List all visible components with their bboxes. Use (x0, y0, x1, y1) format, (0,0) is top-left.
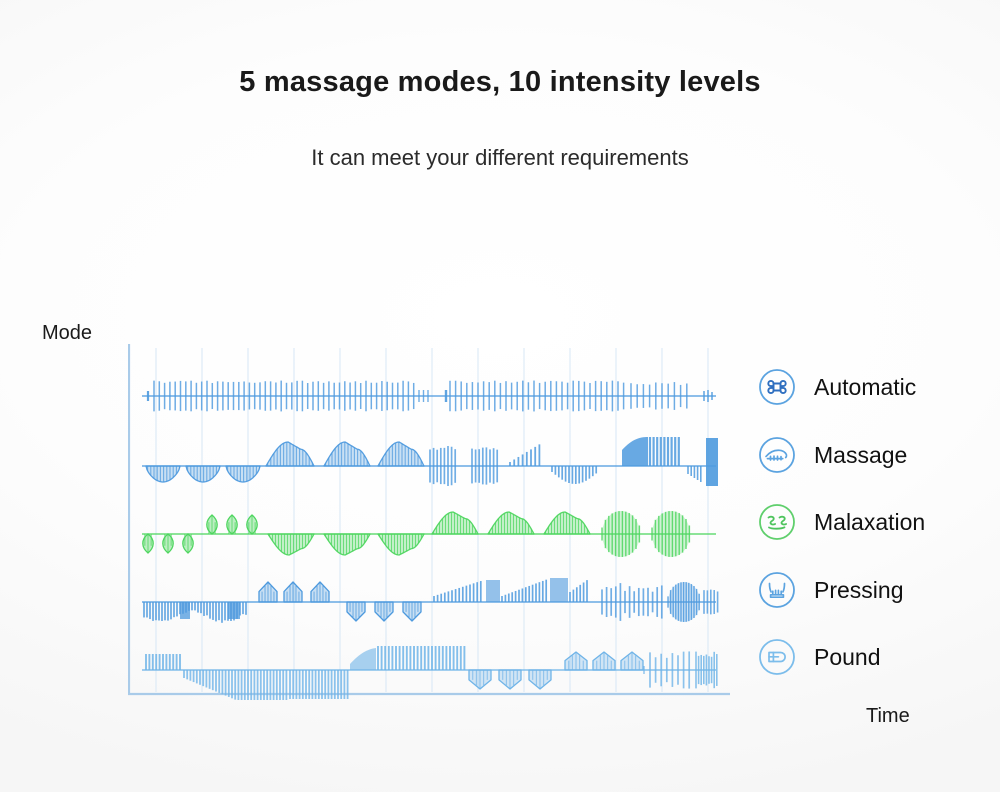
x-axis-label: Time (866, 705, 910, 727)
waveform-row-pound (142, 646, 718, 700)
waveform-row-massage (142, 437, 718, 486)
stroking-hand-icon (759, 436, 795, 473)
legend-item-malaxation[interactable]: Malaxation (756, 501, 996, 569)
legend-label: Automatic (814, 374, 917, 400)
legend: Automatic Massage Malaxation (756, 366, 996, 704)
legend-label: Massage (814, 441, 908, 468)
waveform-chart (128, 344, 730, 702)
legend-label: Pound (814, 644, 881, 670)
legend-item-massage[interactable]: Massage (756, 434, 996, 502)
page-title: 5 massage modes, 10 intensity levels (239, 66, 761, 98)
pressing-hand-icon (759, 571, 795, 608)
fist-icon (759, 639, 795, 675)
legend-item-pound[interactable]: Pound (756, 636, 996, 704)
legend-label: Pressing (814, 576, 904, 603)
page-subtitle: It can meet your different requirements (311, 145, 689, 170)
legend-item-pressing[interactable]: Pressing (756, 569, 996, 637)
legend-item-automatic[interactable]: Automatic (756, 366, 996, 434)
command-loop-icon (759, 369, 795, 405)
waveform-row-pressing (142, 578, 719, 623)
waveform-row-automatic (142, 380, 716, 412)
y-axis-label: Mode (42, 322, 93, 344)
kneading-hands-icon (759, 504, 795, 540)
waveform-row-malaxation (142, 511, 716, 557)
legend-label: Malaxation (814, 509, 926, 535)
chart-canvas (128, 344, 730, 700)
